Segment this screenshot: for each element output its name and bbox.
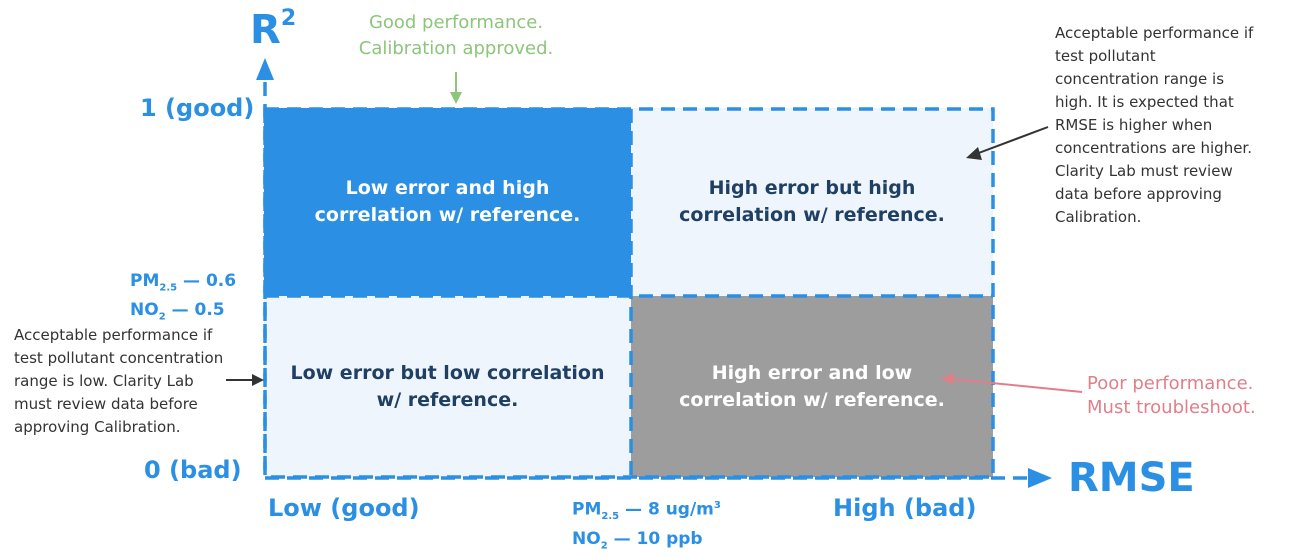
- x-right-label: High (bad): [833, 494, 977, 522]
- x-threshold-label: PM2.5 — 8 ug/m3 NO2 — 10 ppb: [572, 495, 721, 557]
- high-range-arrow-head: [966, 147, 982, 160]
- y-axis-title-superscript: 2: [280, 6, 297, 31]
- good-performance-note: Good performance. Calibration approved.: [358, 12, 554, 59]
- x-threshold-pm: PM2.5 — 8 ug/m3: [572, 499, 721, 523]
- quadrant-top-left-line-2: correlation w/ reference.: [314, 204, 581, 226]
- x-axis-arrowhead: [1028, 468, 1052, 488]
- quadrant-top-right-line-2: correlation w/ reference.: [679, 204, 945, 226]
- y-threshold-label: PM2.5 — 0.6 NO2 — 0.5: [130, 270, 236, 329]
- quadrant-bottom-right: High error and low correlation w/ refere…: [631, 296, 993, 477]
- quadrant-bottom-left-line-2: w/ reference.: [376, 388, 519, 411]
- quadrant-top-left-line-1: Low error and high: [345, 177, 550, 199]
- x-threshold-no2: NO2 — 10 ppb: [572, 529, 703, 552]
- low-range-arrow-head: [252, 374, 264, 386]
- high-range-note: Acceptable performance if test pollutant…: [1055, 24, 1254, 226]
- poor-arrow-shaft: [951, 378, 1083, 393]
- y-axis-title: R2: [250, 6, 296, 53]
- poor-performance-note: Poor performance. Must troubleshoot.: [1087, 373, 1256, 418]
- quadrant-top-right-line-1: High error but high: [708, 177, 916, 199]
- y-threshold-pm: PM2.5 — 0.6: [130, 271, 237, 294]
- y-axis-title-text: R: [250, 7, 281, 53]
- outer-dashed-box: [263, 107, 995, 479]
- quadrant-bottom-left: Low error but low correlation w/ referen…: [264, 296, 631, 477]
- poor-arrow-head: [941, 373, 954, 385]
- y-axis-arrowhead: [256, 58, 274, 80]
- low-range-note: Acceptable performance if test pollutant…: [14, 326, 224, 436]
- x-axis-title: RMSE: [1068, 455, 1195, 501]
- quadrant-bottom-right-line-2: correlation w/ reference.: [679, 388, 945, 411]
- quadrant-top-left: Low error and high correlation w/ refere…: [264, 108, 631, 296]
- x-left-label: Low (good): [268, 494, 420, 522]
- y-bottom-label: 0 (bad): [144, 456, 242, 484]
- y-threshold-no2: NO2 — 0.5: [130, 300, 225, 323]
- high-range-arrow-shaft: [975, 126, 1049, 155]
- quadrant-top-right: High error but high correlation w/ refer…: [631, 108, 993, 296]
- quadrant-bottom-left-line-1: Low error but low correlation: [290, 361, 605, 384]
- quadrant-bottom-right-line-1: High error and low: [711, 361, 913, 384]
- good-arrow-head: [450, 92, 462, 104]
- y-top-label: 1 (good): [140, 94, 255, 122]
